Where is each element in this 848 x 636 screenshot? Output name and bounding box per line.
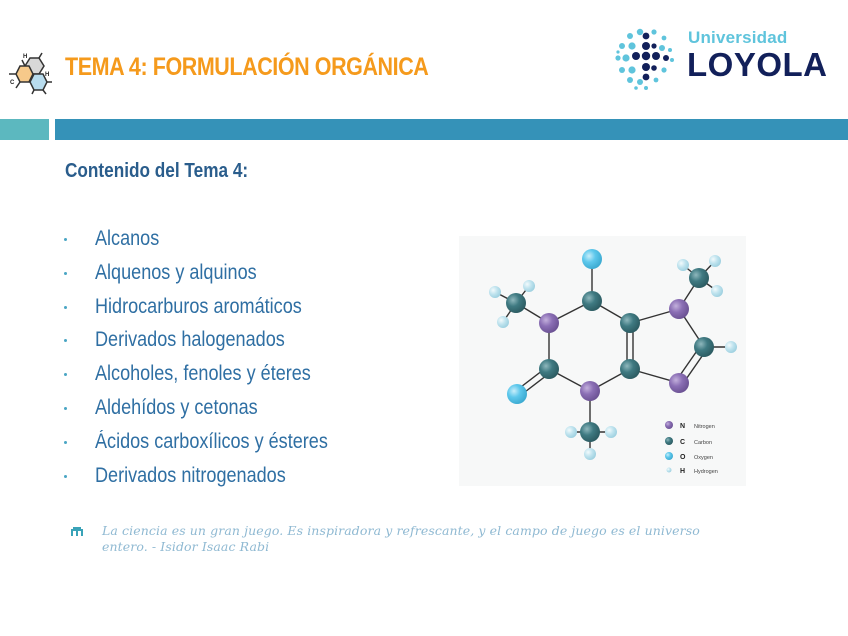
page-title: TEMA 4: FORMULACIÓN ORGÁNICA — [65, 53, 429, 81]
caffeine-molecule-image: N Nitrogen C Carbon O Oxygen H Hydrogen — [459, 236, 746, 486]
bullet-icon — [64, 373, 67, 377]
svg-text:Carbon: Carbon — [694, 440, 712, 446]
bullet-icon — [64, 406, 67, 410]
header-divider-left — [0, 119, 49, 140]
svg-text:H: H — [45, 72, 49, 78]
svg-text:N: N — [680, 423, 685, 430]
svg-text:H: H — [23, 54, 27, 60]
university-logo: Universidad LOYOLA — [610, 22, 835, 94]
benzene-hexagon-icon: H H C — [9, 52, 52, 95]
bullet-icon — [64, 238, 67, 241]
bullet-icon — [64, 305, 67, 309]
quote-text: La ciencia es un gran juego. Es inspirad… — [102, 523, 700, 554]
svg-text:Nitrogen: Nitrogen — [694, 424, 715, 430]
quote-bullet-icon — [71, 527, 83, 536]
bullet-icon — [64, 474, 67, 478]
molecule-legend: N Nitrogen C Carbon O Oxygen H Hydrogen — [665, 421, 718, 475]
svg-text:H: H — [680, 468, 685, 475]
svg-text:Hydrogen: Hydrogen — [694, 469, 718, 475]
bullet-icon — [64, 440, 67, 444]
svg-text:Oxygen: Oxygen — [694, 455, 713, 461]
svg-text:C: C — [10, 80, 15, 86]
svg-text:O: O — [680, 454, 686, 461]
svg-text:C: C — [680, 439, 685, 446]
globe-cross-icon — [615, 28, 674, 90]
section-subtitle: Contenido del Tema 4: — [65, 160, 249, 182]
logo-text-universidad: Universidad — [688, 28, 788, 47]
bullet-icon — [64, 339, 67, 343]
header-divider-right — [55, 119, 848, 140]
logo-text-loyola: LOYOLA — [687, 46, 828, 83]
bullet-icon — [64, 271, 67, 275]
